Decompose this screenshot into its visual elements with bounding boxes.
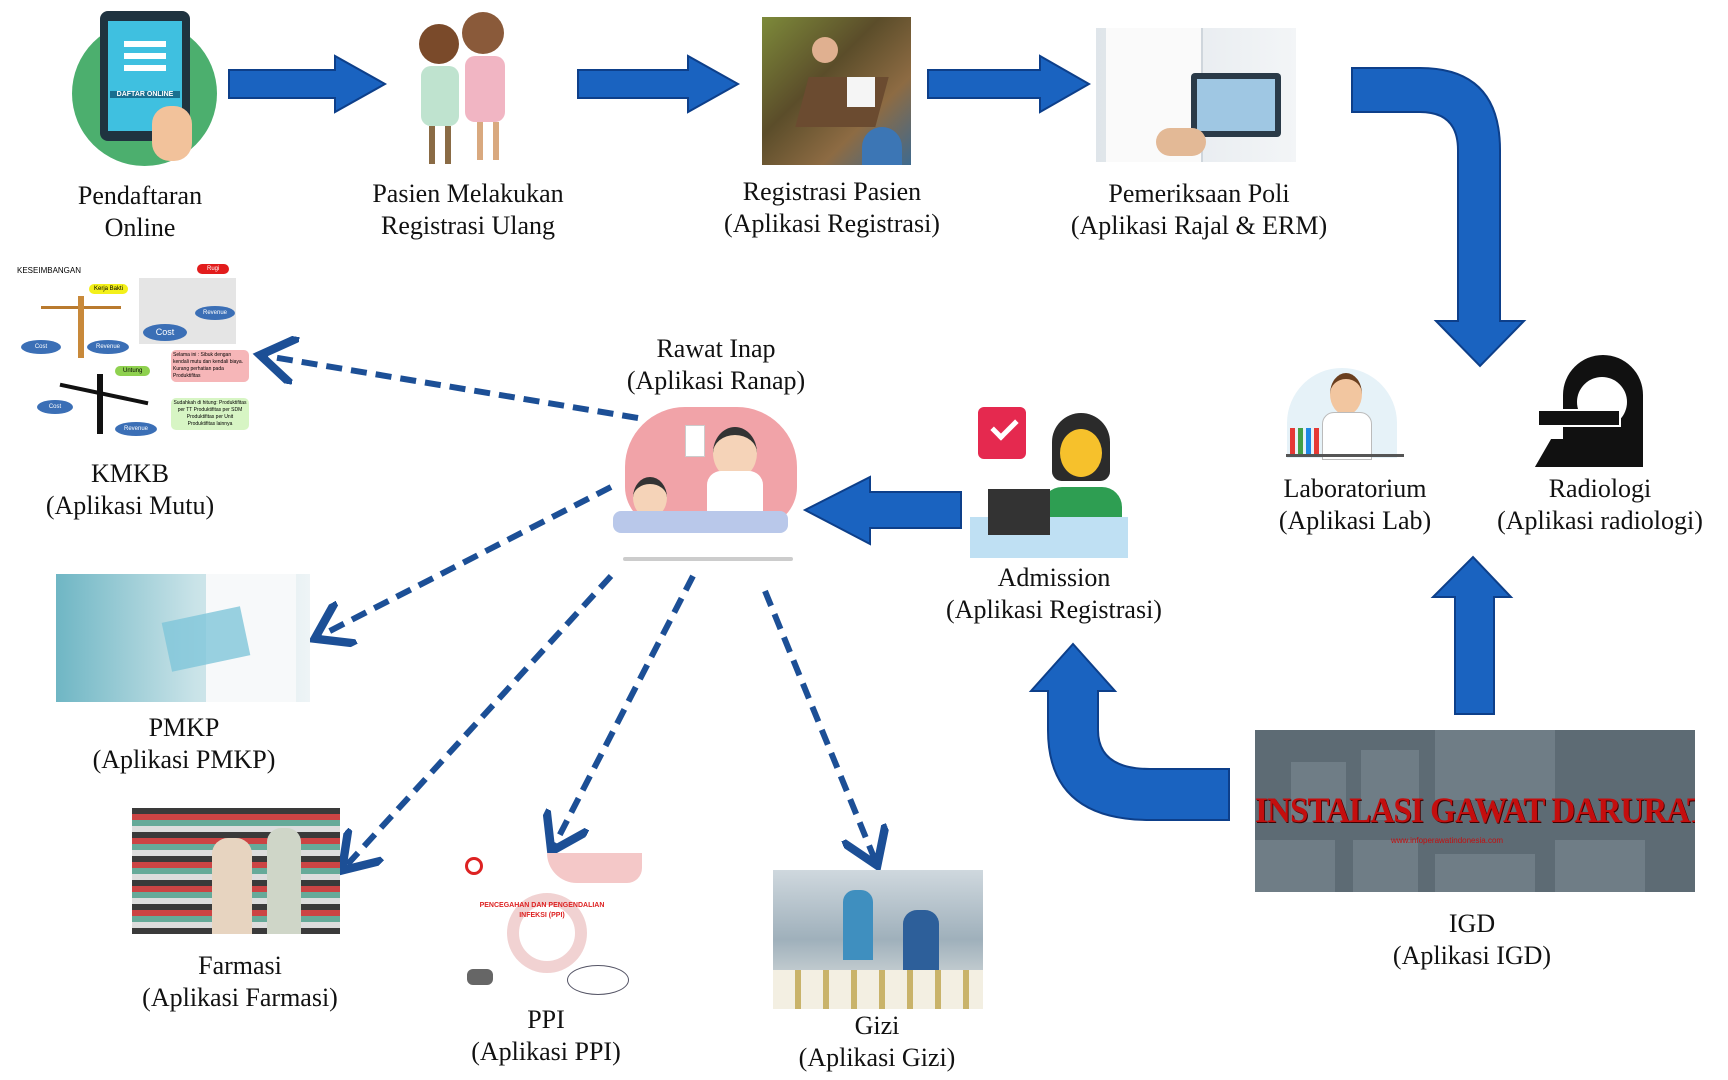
cost-oval-3: Cost	[37, 400, 73, 414]
arrow-curved-down	[1351, 67, 1527, 368]
arrow-left-to-ranap	[802, 475, 962, 546]
label-ppi: PPI (Aplikasi PPI)	[471, 1004, 621, 1068]
kmkb-note-green: Sudahkah di hitung: Produktifitas per TT…	[171, 398, 249, 430]
doctor-tablet-photo	[1096, 28, 1296, 162]
label-igd: IGD (Aplikasi IGD)	[1393, 908, 1551, 972]
label-line1: Pasien Melakukan	[372, 179, 564, 208]
dashed-arrow-pmkp	[320, 484, 613, 636]
label-registrasi: Registrasi Pasien (Aplikasi Registrasi)	[724, 176, 940, 240]
arrow-right-3	[927, 54, 1092, 114]
label-line1: Farmasi	[198, 951, 282, 980]
label-line2: Registrasi Ulang	[380, 211, 556, 240]
label-pendaftaran: Pendaftaran Online	[78, 180, 202, 244]
label-line2: (Aplikasi radiologi)	[1497, 506, 1703, 535]
pmkp-doctor-photo	[56, 574, 310, 702]
dashed-arrow-kmkb	[266, 356, 639, 421]
tablet-registration-icon: DAFTAR ONLINE	[72, 11, 217, 167]
revenue-oval: Revenue	[87, 340, 129, 354]
pharmacy-photo	[132, 808, 340, 934]
label-line1: IGD	[1448, 909, 1496, 938]
ct-scanner-icon	[1533, 355, 1650, 468]
label-pmkp: PMKP (Aplikasi PMKP)	[93, 712, 276, 776]
label-line1: Rawat Inap	[656, 334, 776, 363]
kmkb-note-red: Selama ini : Sibuk dengan kendali mutu d…	[171, 350, 249, 382]
inpatient-nurse-icon	[613, 407, 803, 563]
daftar-online-badge: DAFTAR ONLINE	[110, 91, 180, 98]
kmkb-title: KESEIMBANGAN	[17, 266, 82, 275]
rugi-bubble: Rugi	[197, 264, 230, 274]
label-line2: (Aplikasi Registrasi)	[724, 209, 940, 238]
kitchen-photo	[773, 870, 983, 1009]
ppi-title: PENCEGAHAN DAN PENGENDALIAN INFEKSI (PPI…	[479, 902, 605, 919]
kerja-bakti-bubble: Kerja Bakti	[89, 284, 129, 294]
arrow-up-to-lab	[1430, 555, 1514, 715]
label-line1: Admission	[997, 563, 1111, 592]
label-line2: (Aplikasi Lab)	[1278, 506, 1432, 535]
ppi-document-cover: PENCEGAHAN DAN PENGENDALIAN INFEKSI (PPI…	[457, 853, 644, 1003]
lab-scientist-icon	[1282, 368, 1410, 463]
patients-illustration	[407, 6, 518, 167]
label-line1: Laboratorium	[1283, 474, 1427, 503]
label-line2: Online	[104, 213, 176, 242]
arrow-right-2	[577, 54, 741, 114]
registration-desk-photo	[762, 17, 911, 165]
revenue-oval-3: Revenue	[115, 422, 157, 436]
untung-bubble: Untung	[115, 366, 151, 376]
dashed-arrow-farmasi	[346, 573, 614, 866]
label-line1: Radiologi	[1548, 474, 1652, 503]
label-gizi: Gizi (Aplikasi Gizi)	[799, 1010, 956, 1074]
label-kmkb: KMKB (Aplikasi Mutu)	[46, 458, 214, 522]
label-line1: Pemeriksaan Poli	[1108, 179, 1290, 208]
label-admission: Admission (Aplikasi Registrasi)	[946, 562, 1162, 626]
label-radiologi: Radiologi (Aplikasi radiologi)	[1497, 473, 1703, 537]
label-line1: PPI	[527, 1005, 565, 1034]
label-line2: (Aplikasi Farmasi)	[142, 983, 338, 1012]
label-line2: (Aplikasi IGD)	[1392, 941, 1552, 970]
label-line2: (Aplikasi PPI)	[471, 1037, 621, 1066]
label-line2: (Aplikasi Registrasi)	[946, 595, 1162, 624]
label-line1: KMKB	[90, 459, 170, 488]
cost-oval-large: Cost	[143, 324, 187, 341]
arrow-curved-up-to-admission	[1028, 642, 1230, 821]
label-line2: (Aplikasi Mutu)	[45, 491, 215, 520]
kmkb-balance-image: KESEIMBANGAN Kerja Bakti Cost Revenue Ru…	[11, 262, 254, 446]
arrow-right-1	[228, 54, 388, 114]
label-lab: Laboratorium (Aplikasi Lab)	[1279, 473, 1431, 537]
label-line2: (Aplikasi Gizi)	[798, 1043, 956, 1072]
label-farmasi: Farmasi (Aplikasi Farmasi)	[142, 950, 338, 1014]
label-line1: Gizi	[854, 1011, 900, 1040]
label-line2: (Aplikasi Ranap)	[626, 366, 806, 395]
label-line2: (Aplikasi Rajal & ERM)	[1070, 211, 1328, 240]
igd-banner-url: www.infoperawatindonesia.com	[1391, 836, 1504, 845]
label-poli: Pemeriksaan Poli (Aplikasi Rajal & ERM)	[1071, 178, 1327, 242]
dashed-arrow-gizi	[762, 589, 875, 860]
cost-oval: Cost	[21, 340, 61, 354]
label-pasien: Pasien Melakukan Registrasi Ulang	[372, 178, 563, 242]
dashed-arrow-ppi	[554, 574, 696, 846]
label-ranap: Rawat Inap (Aplikasi Ranap)	[627, 333, 805, 397]
label-line1: PMKP	[148, 713, 220, 742]
label-line2: (Aplikasi PMKP)	[92, 745, 276, 774]
label-line1: Registrasi Pasien	[742, 177, 922, 206]
label-line1: Pendaftaran	[77, 181, 203, 210]
revenue-oval-2: Revenue	[195, 306, 235, 320]
igd-banner-image: INSTALASI GAWAT DARURAT www.infoperawati…	[1255, 730, 1695, 892]
admission-staff-icon	[970, 407, 1128, 558]
igd-banner-title: INSTALASI GAWAT DARURAT	[1255, 790, 1695, 830]
